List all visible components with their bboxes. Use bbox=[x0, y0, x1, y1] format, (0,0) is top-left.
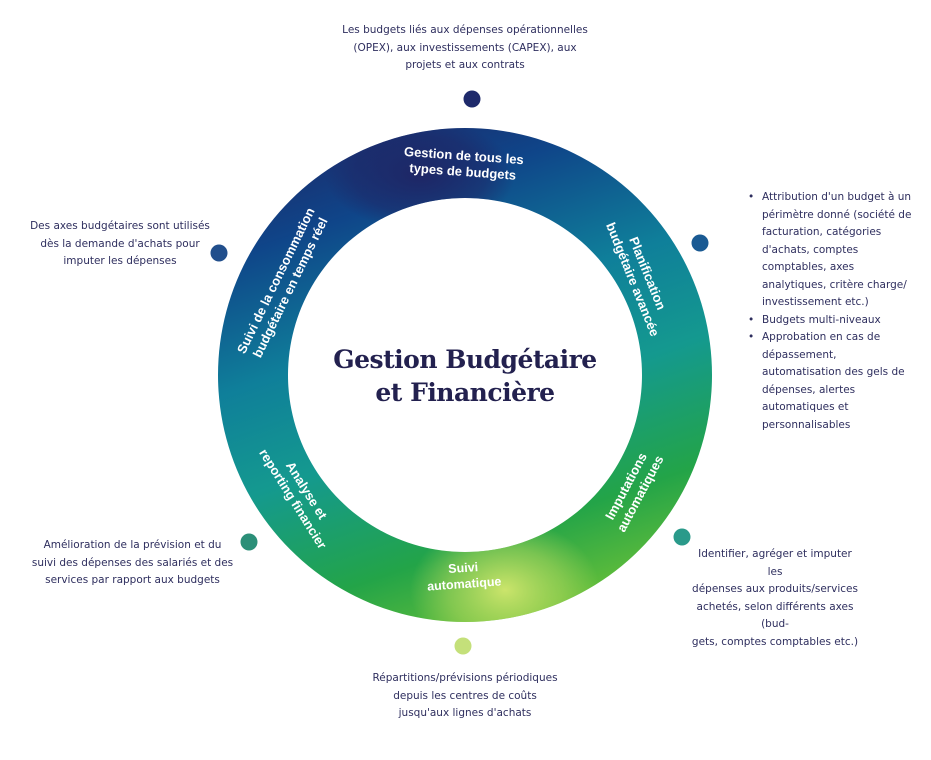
diagram-title: Gestion Budgétaire et Financière bbox=[300, 343, 630, 409]
note-left-top-line-2: dès la demande d'achats pour bbox=[40, 237, 200, 250]
note-left-bottom-line-3: services par rapport aux budgets bbox=[45, 574, 220, 586]
note-right-bottom-line-3: achetés, selon différents axes (bud- bbox=[696, 600, 854, 631]
note-top-line-2: (OPEX), aux investissements (CAPEX), aux bbox=[353, 41, 577, 54]
segment-label-budgets: Gestion de tous lestypes de budgets bbox=[402, 144, 524, 183]
note-bottom-line-3: jusqu'aux lignes d'achats bbox=[398, 707, 532, 719]
dot-top bbox=[463, 90, 481, 108]
note-top-line-3: projets et aux contrats bbox=[405, 59, 525, 71]
note-right-bottom-line-2: dépenses aux produits/services bbox=[692, 583, 858, 595]
note-left-bottom-line-2: suivi des dépenses des salariés et des bbox=[31, 556, 234, 569]
note-bottom-line-1: Répartitions/prévisions périodiques bbox=[372, 672, 558, 684]
dot-left-bottom bbox=[240, 533, 258, 551]
dot-right-top bbox=[691, 234, 709, 252]
note-right-top-item-3: Approbation en cas de dépassement, autom… bbox=[748, 329, 918, 434]
note-left-top: Des axes budgétaires sont utilisés dès l… bbox=[20, 218, 220, 271]
segment-label-suivi-auto: Suiviautomatique bbox=[426, 558, 502, 593]
title-line-1: Gestion Budgétaire bbox=[333, 345, 597, 374]
note-right-bottom-line-1: Identifier, agréger et imputer les bbox=[698, 548, 852, 578]
note-right-bottom: Identifier, agréger et imputer les dépen… bbox=[690, 546, 860, 651]
note-right-top-item-2: Budgets multi-niveaux bbox=[748, 312, 918, 330]
note-bottom: Répartitions/prévisions périodiques depu… bbox=[355, 670, 575, 723]
note-right-bottom-line-4: gets, comptes comptables etc.) bbox=[691, 635, 859, 648]
note-right-top: Attribution d'un budget à un périmètre d… bbox=[748, 189, 918, 434]
note-top-line-1: Les budgets liés aux dépenses opérationn… bbox=[342, 24, 588, 36]
note-right-top-item-1: Attribution d'un budget à un périmètre d… bbox=[748, 189, 918, 312]
note-top: Les budgets liés aux dépenses opérationn… bbox=[340, 22, 590, 75]
title-line-2: et Financière bbox=[375, 378, 555, 407]
segment-label-suivi-auto-line-2: automatique bbox=[427, 574, 502, 593]
dot-right-bottom bbox=[673, 528, 691, 546]
note-bottom-line-2: depuis les centres de coûts bbox=[393, 689, 537, 702]
note-right-top-list: Attribution d'un budget à un périmètre d… bbox=[748, 189, 918, 434]
segment-label-suivi-auto-line-1: Suivi bbox=[448, 560, 479, 576]
note-left-top-line-3: imputer les dépenses bbox=[63, 255, 177, 267]
dot-bottom bbox=[454, 637, 472, 655]
note-left-top-line-1: Des axes budgétaires sont utilisés bbox=[30, 220, 210, 232]
note-left-bottom-line-1: Amélioration de la prévision et du bbox=[43, 539, 222, 551]
note-left-bottom: Amélioration de la prévision et du suivi… bbox=[20, 537, 245, 590]
segment-label-budgets-line-2: types de budgets bbox=[409, 160, 517, 182]
dot-left-top bbox=[210, 244, 228, 262]
